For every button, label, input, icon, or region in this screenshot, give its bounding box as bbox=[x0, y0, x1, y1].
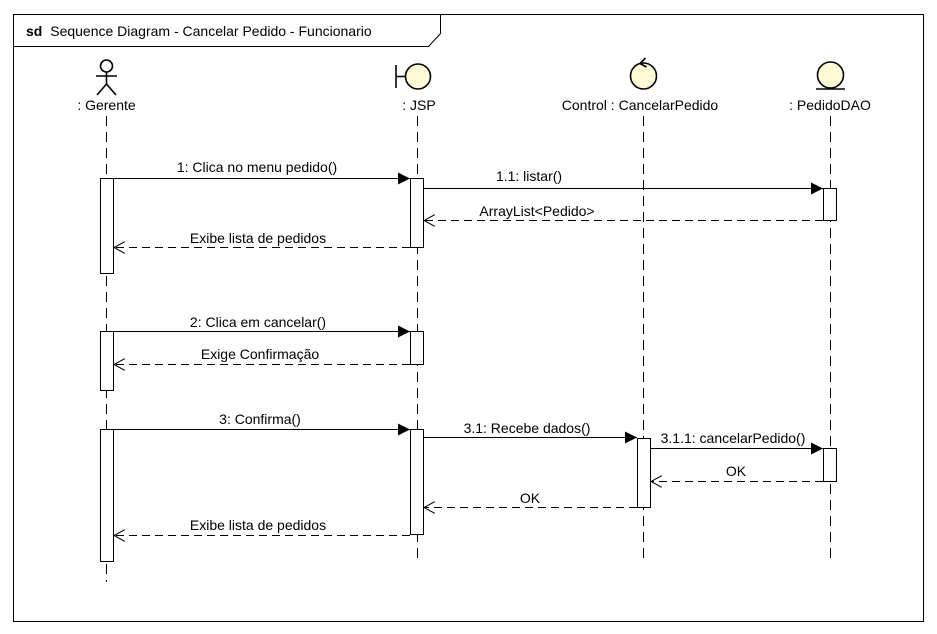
activation-bar bbox=[100, 331, 114, 391]
control-icon bbox=[629, 57, 658, 90]
activation-bar bbox=[100, 429, 114, 562]
message-label: Exige Confirmação bbox=[201, 346, 319, 362]
frame-title-text: Sequence Diagram - Cancelar Pedido - Fun… bbox=[50, 23, 372, 39]
participant-label: : JSP bbox=[402, 97, 435, 113]
activation-bar bbox=[823, 188, 837, 221]
message-label: 3: Confirma() bbox=[219, 411, 301, 427]
activation-bar bbox=[637, 438, 651, 508]
message-label: 1: Clica no menu pedido() bbox=[177, 159, 337, 175]
participant-jsp[interactable]: : JSP bbox=[395, 63, 436, 113]
participant-dao[interactable]: : PedidoDAO bbox=[789, 61, 871, 113]
activation-bar bbox=[410, 331, 424, 365]
activation-bar bbox=[823, 448, 837, 482]
entity-icon bbox=[816, 61, 845, 90]
frame-title-tab bbox=[13, 14, 441, 47]
message-label: OK bbox=[726, 463, 747, 479]
message-label: Exibe lista de pedidos bbox=[190, 230, 326, 246]
participant-gerente[interactable]: : Gerente bbox=[77, 59, 136, 113]
message-label: ArrayList<Pedido> bbox=[479, 203, 594, 219]
participant-label: : PedidoDAO bbox=[789, 97, 871, 113]
frame-keyword: sd bbox=[26, 23, 42, 39]
message-label: Exibe lista de pedidos bbox=[190, 517, 326, 533]
activation-bar bbox=[410, 429, 424, 535]
activation-bar bbox=[410, 178, 424, 248]
message-label: OK bbox=[520, 490, 541, 506]
participant-label: Control : CancelarPedido bbox=[562, 97, 719, 113]
participant-control[interactable]: Control : CancelarPedido bbox=[562, 57, 719, 113]
participant-label: : Gerente bbox=[77, 97, 136, 113]
actor-icon bbox=[96, 59, 117, 96]
message-label: 2: Clica em cancelar() bbox=[190, 314, 326, 330]
message-label: 1.1: listar() bbox=[496, 168, 562, 184]
frame-title: sd Sequence Diagram - Cancelar Pedido - … bbox=[26, 23, 372, 39]
message-label: 3.1: Recebe dados() bbox=[464, 420, 591, 436]
activation-bar bbox=[100, 178, 114, 274]
message-label: 3.1.1: cancelarPedido() bbox=[661, 430, 806, 446]
diagram-frame bbox=[13, 14, 924, 622]
boundary-icon bbox=[395, 63, 432, 90]
